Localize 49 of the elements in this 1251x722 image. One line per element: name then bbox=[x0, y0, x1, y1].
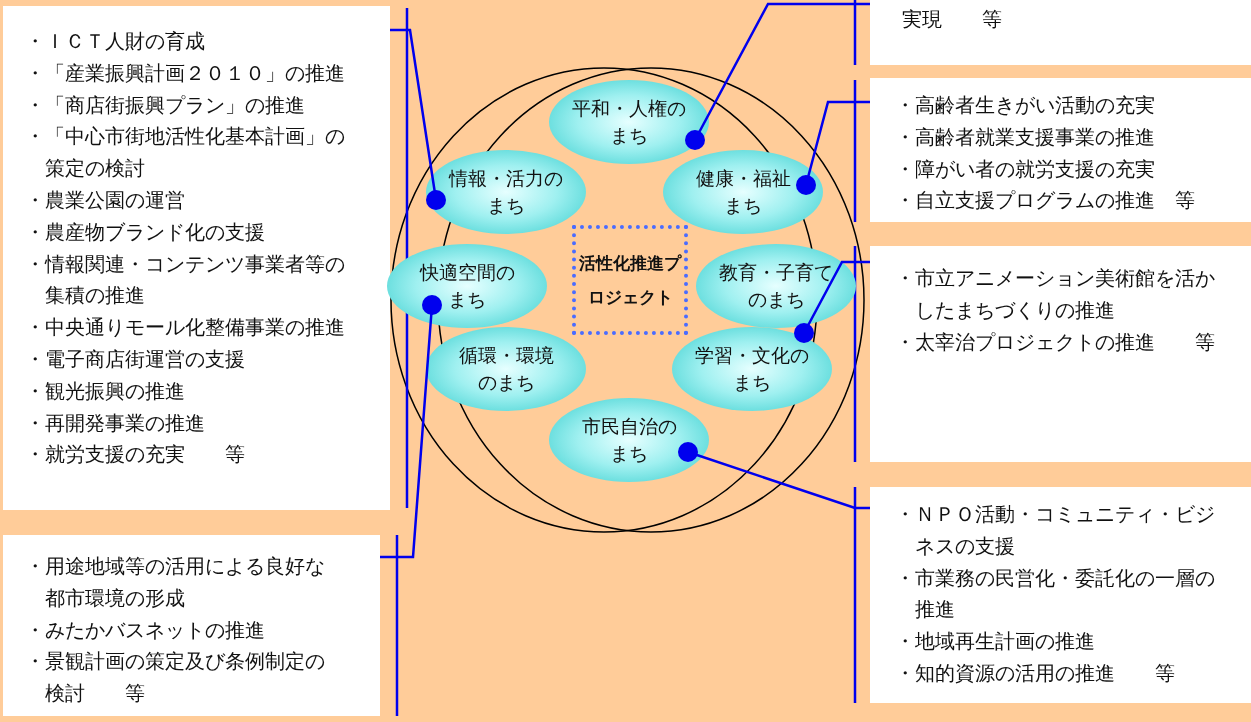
text-panel bbox=[870, 0, 1251, 65]
theme-label: 健康・福祉まち bbox=[694, 166, 792, 218]
bullet-item: ・高齢者就業支援事業の推進 bbox=[895, 123, 1156, 151]
bullet-item: ・観光振興の推進 bbox=[25, 377, 186, 405]
text-panel bbox=[3, 535, 380, 716]
bullet-item: ・「産業振興計画２０１０」の推進 bbox=[25, 59, 346, 87]
theme-label: 平和・人権のまち bbox=[571, 96, 687, 148]
theme-label: 市民自治のまち bbox=[580, 414, 678, 466]
theme-ellipse bbox=[426, 327, 586, 411]
theme-label: 教育・子育てのまち bbox=[718, 260, 834, 312]
bullet-item: ・「商店街振興プラン」の推進 bbox=[25, 91, 306, 119]
leader-line bbox=[794, 260, 870, 343]
bullet-item: 実現 等 bbox=[902, 6, 1003, 33]
bullet-item: ・中央通りモール化整備事業の推進 bbox=[25, 314, 346, 342]
bullet-item: ・農産物ブランド化の支援 bbox=[25, 218, 266, 246]
leader-line bbox=[380, 295, 442, 559]
leader-line bbox=[685, 2, 870, 150]
bullet-item: ・太宰治プロジェクトの推進 等 bbox=[895, 328, 1216, 356]
theme-label: 快適空間のまち bbox=[418, 260, 516, 312]
leader-line bbox=[678, 442, 870, 510]
bullet-item: ・ＮＰＯ活動・コミュニティ・ビジネスの支援 bbox=[895, 501, 1216, 560]
bullet-item: ・高齢者生きがい活動の充実 bbox=[895, 92, 1156, 119]
theme-label: 循環・環境のまち bbox=[457, 343, 555, 395]
bullet-item: ・「中心市街地活性化基本計画」の策定の検討 bbox=[25, 123, 346, 183]
leader-line bbox=[796, 100, 870, 195]
theme-label: 情報・活力のまち bbox=[447, 166, 564, 218]
bullet-item: ・再開発事業の推進 bbox=[25, 409, 206, 437]
bullet-item: ・電子商店街運営の支援 bbox=[25, 345, 246, 373]
bullet-item: ・就労支援の充実 等 bbox=[25, 441, 246, 469]
bullet-item: ・自立支援プログラムの推進 等 bbox=[895, 187, 1196, 215]
bullet-item: ・情報関連・コンテンツ事業者等の集積の推進 bbox=[25, 250, 346, 310]
bullet-item: ・知的資源の活用の推進 等 bbox=[895, 660, 1176, 687]
bullet-item: ・障がい者の就労支援の充実 bbox=[895, 155, 1156, 183]
bullet-item: ・用途地域等の活用による良好な都市環境の形成 bbox=[25, 553, 326, 612]
bullet-item: ・みたかバスネットの推進 bbox=[25, 616, 266, 644]
text-panel bbox=[870, 246, 1251, 462]
bullet-item: ・市立アニメーション美術館を活かしたまちづくりの推進 bbox=[895, 265, 1216, 324]
theme-label: 学習・文化のまち bbox=[694, 343, 810, 395]
leader-line bbox=[390, 28, 446, 210]
text-panel bbox=[3, 6, 390, 510]
bullet-item: ・ＩＣＴ人財の育成 bbox=[25, 28, 206, 55]
project-label: 活性化推進プロジェクト bbox=[578, 252, 682, 309]
bullet-item: ・農業公園の運営 bbox=[25, 187, 186, 214]
bullet-item: ・景観計画の策定及び条例制定の検討 等 bbox=[25, 648, 326, 708]
text-panel bbox=[870, 78, 1251, 222]
project-box bbox=[572, 225, 688, 335]
bullet-item: ・市業務の民営化・委託化の一層の推進 bbox=[895, 564, 1216, 624]
bullet-item: ・地域再生計画の推進 bbox=[895, 628, 1096, 656]
text-panel bbox=[870, 487, 1251, 703]
